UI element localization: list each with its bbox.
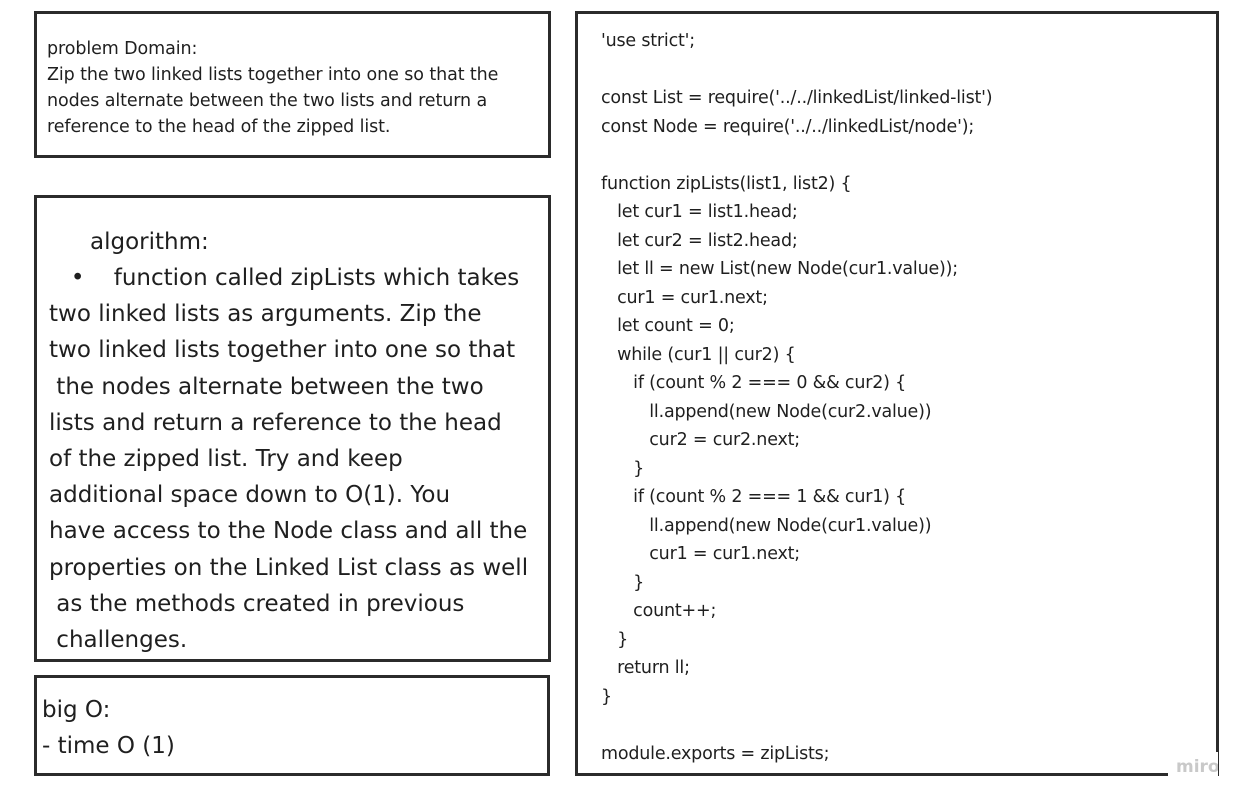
code-line: let count = 0; xyxy=(601,316,735,336)
algorithm-heading: algorithm: xyxy=(90,229,209,255)
code-line: let ll = new List(new Node(cur1.value)); xyxy=(601,259,958,279)
code-line: if (count % 2 === 0 && cur2) { xyxy=(601,373,907,393)
code-line: return ll; xyxy=(601,658,690,678)
algorithm-line: challenges. xyxy=(49,627,188,654)
code-line: ll.append(new Node(cur1.value)) xyxy=(601,515,932,536)
code-line: } xyxy=(601,686,612,707)
code-line: } xyxy=(601,629,629,650)
algorithm-line: as the methods created in previous xyxy=(49,590,465,617)
problem-domain-heading: problem Domain: xyxy=(47,39,198,59)
algorithm-line: lists and return a reference to the head xyxy=(49,409,502,436)
code-line: let cur2 = list2.head; xyxy=(601,230,798,251)
code-line: function zipLists(list1, list2) { xyxy=(601,173,852,194)
code-line: ll.append(new Node(cur2.value)) xyxy=(601,401,932,422)
algorithm-box: algorithm: • function called zipLists wh… xyxy=(34,195,551,662)
code-line: if (count % 2 === 1 && cur1) { xyxy=(601,487,907,507)
algorithm-line: properties on the Linked List class as w… xyxy=(49,554,529,581)
algorithm-line: two linked lists as arguments. Zip the xyxy=(49,301,482,328)
code-line: cur1 = cur1.next; xyxy=(601,287,768,308)
big-o-heading: big O: xyxy=(42,697,111,723)
code-line: cur2 = cur2.next; xyxy=(601,430,800,450)
algorithm-line: of the zipped list. Try and keep xyxy=(49,446,403,473)
code-line: module.exports = zipLists; xyxy=(601,743,830,764)
big-o-time: - time O (1) xyxy=(42,733,175,759)
code-line: 'use strict'; xyxy=(601,31,695,51)
code-line: } xyxy=(601,572,645,593)
code-line: count++; xyxy=(601,601,717,621)
code-line: cur1 = cur1.next; xyxy=(601,544,800,564)
algorithm-line: have access to the Node class and all th… xyxy=(49,518,528,545)
code-line: while (cur1 || cur2) { xyxy=(601,344,796,365)
algorithm-line: two linked lists together into one so th… xyxy=(49,337,516,364)
code-line xyxy=(601,56,1216,85)
algorithm-line: additional space down to O(1). You xyxy=(49,482,451,509)
algorithm-line: • function called zipLists which takes xyxy=(49,265,520,291)
code-line: let cur1 = list1.head; xyxy=(601,202,798,222)
code-box: 'use strict'; const List = require('../.… xyxy=(575,11,1219,776)
problem-domain-box: problem Domain: Zip the two linked lists… xyxy=(34,11,551,158)
algorithm-line: the nodes alternate between the two xyxy=(49,373,484,400)
problem-domain-text: Zip the two linked lists together into o… xyxy=(47,65,499,137)
code-line: } xyxy=(601,458,645,479)
code-line: const Node = require('../../linkedList/n… xyxy=(601,116,975,137)
code-line: const List = require('../../linkedList/l… xyxy=(601,88,993,108)
code-line xyxy=(601,141,1216,170)
big-o-box: big O: - time O (1) xyxy=(34,675,550,776)
code-line xyxy=(601,711,1216,740)
miro-watermark: miro xyxy=(1168,752,1218,776)
